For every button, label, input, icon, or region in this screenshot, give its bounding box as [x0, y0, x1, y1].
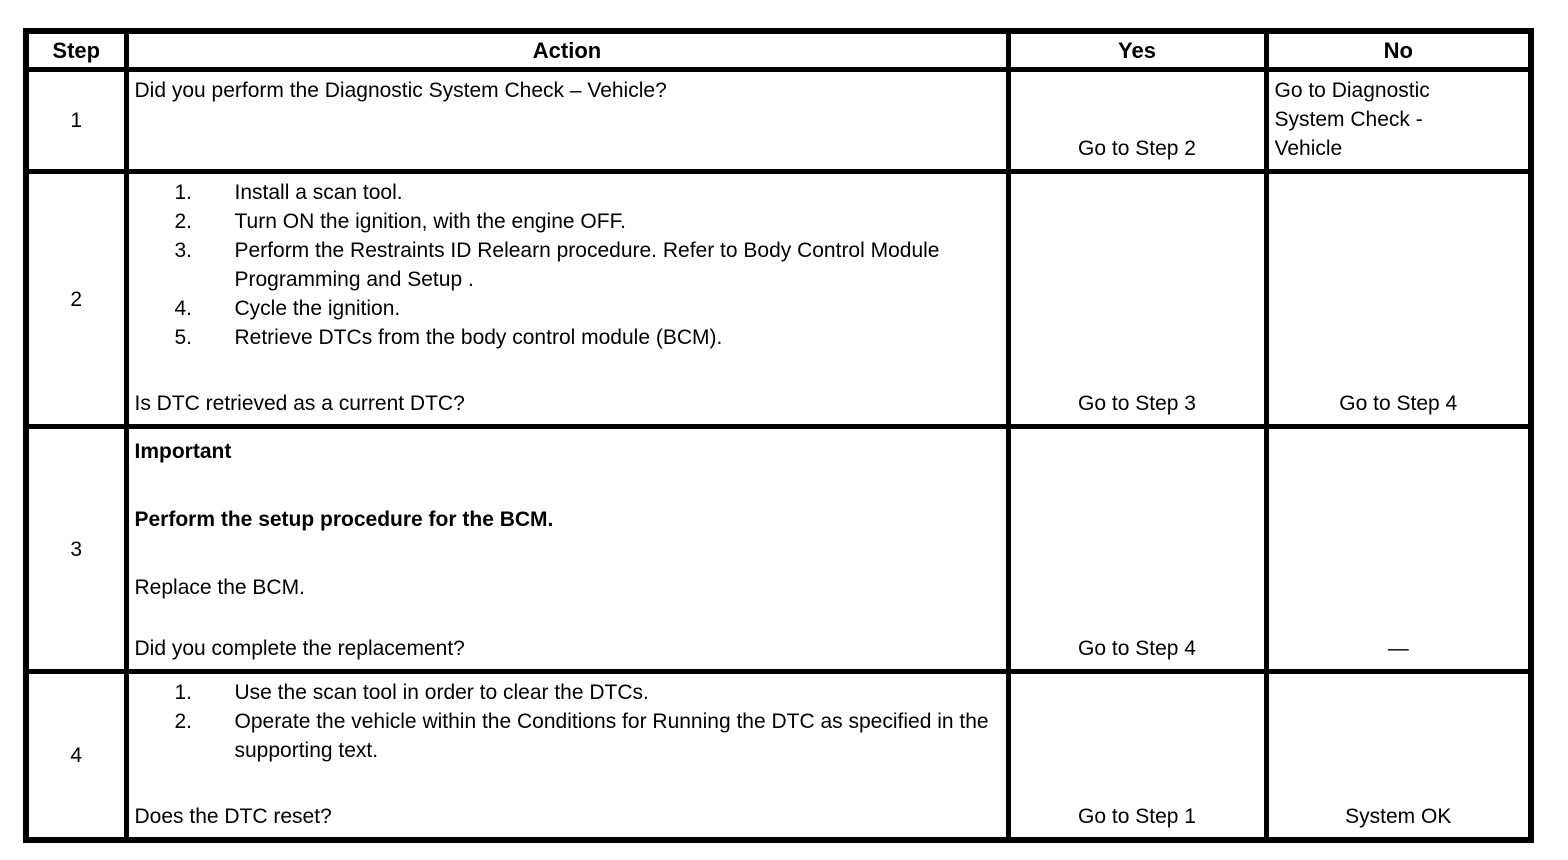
action-question: Does the DTC reset? — [134, 804, 332, 828]
action-cell: 1. Use the scan tool in order to clear t… — [123, 669, 1011, 842]
list-item-number: 4. — [174, 297, 193, 320]
step-number: 3 — [23, 424, 129, 674]
list-item-number: 2. — [174, 210, 193, 233]
column-header-yes: Yes — [1005, 28, 1269, 72]
list-item-text: Perform the Restraints ID Relearn proced… — [234, 239, 940, 291]
list-item: 1. Use the scan tool in order to clear t… — [135, 678, 1000, 707]
action-cell: 1. Install a scan tool. 2. Turn ON the i… — [123, 169, 1011, 429]
list-item-text: Use the scan tool in order to clear the … — [234, 681, 649, 704]
list-item: 4. Cycle the ignition. — [135, 294, 1000, 323]
step-number: 4 — [23, 669, 129, 842]
yes-cell: Go to Step 2 — [1005, 67, 1269, 174]
header-row: Step Action Yes No — [23, 28, 1534, 72]
list-item-number: 5. — [174, 326, 193, 349]
column-header-step: Step — [23, 28, 129, 72]
step-number: 1 — [23, 67, 129, 174]
action-cell: Did you perform the Diagnostic System Ch… — [123, 67, 1011, 174]
no-cell: System OK — [1263, 669, 1534, 842]
no-cell: — — [1263, 424, 1534, 674]
action-question: Did you complete the replacement? — [134, 637, 465, 660]
yes-cell: Go to Step 3 — [1005, 169, 1269, 429]
no-cell: Go to Step 4 — [1263, 169, 1534, 429]
list-item-text: Cycle the ignition. — [234, 297, 401, 320]
list-item-number: 2. — [174, 710, 193, 733]
list-item-number: 1. — [174, 681, 193, 704]
list-item-text: Turn ON the ignition, with the engine OF… — [234, 210, 626, 233]
action-question: Is DTC retrieved as a current DTC? — [134, 392, 465, 415]
list-item-text: Retrieve DTCs from the body control modu… — [234, 326, 723, 349]
column-header-no: No — [1263, 28, 1534, 72]
column-header-action: Action — [123, 28, 1011, 72]
action-paragraph: Perform the setup procedure for the BCM. — [134, 508, 554, 531]
yes-cell: Go to Step 1 — [1005, 669, 1269, 842]
yes-cell: Go to Step 4 — [1005, 424, 1269, 674]
list-item-text: Operate the vehicle within the Condition… — [234, 710, 989, 762]
action-paragraph: Important — [134, 440, 232, 463]
table-row-step-4: 4 1. Use the scan tool in order to clear… — [23, 669, 1534, 842]
list-item-number: 3. — [174, 239, 193, 262]
list-item-number: 1. — [174, 181, 193, 204]
table-row-step-1: 1 Did you perform the Diagnostic System … — [23, 67, 1534, 174]
action-question: Did you perform the Diagnostic System Ch… — [134, 79, 667, 102]
list-item: 2. Turn ON the ignition, with the engine… — [135, 207, 1000, 236]
no-cell: Go to Diagnostic System Check - Vehicle — [1263, 67, 1534, 174]
list-item: 2. Operate the vehicle within the Condit… — [135, 707, 1000, 765]
action-paragraph: Replace the BCM. — [134, 576, 305, 599]
list-item: 5. Retrieve DTCs from the body control m… — [135, 323, 1000, 352]
list-item-text: Install a scan tool. — [234, 181, 403, 204]
list-item: 3. Perform the Restraints ID Relearn pro… — [135, 236, 1000, 294]
diagnostic-table: Step Action Yes No 1 Did you perform the… — [23, 28, 1534, 843]
table-row-step-2: 2 1. Install a scan tool. 2. Turn ON the… — [23, 169, 1534, 429]
action-cell: Important Perform the setup procedure fo… — [123, 424, 1011, 674]
list-item: 1. Install a scan tool. — [135, 178, 1000, 207]
step-number: 2 — [23, 169, 129, 429]
table-row-step-3: 3 Important Perform the setup procedure … — [23, 424, 1534, 674]
